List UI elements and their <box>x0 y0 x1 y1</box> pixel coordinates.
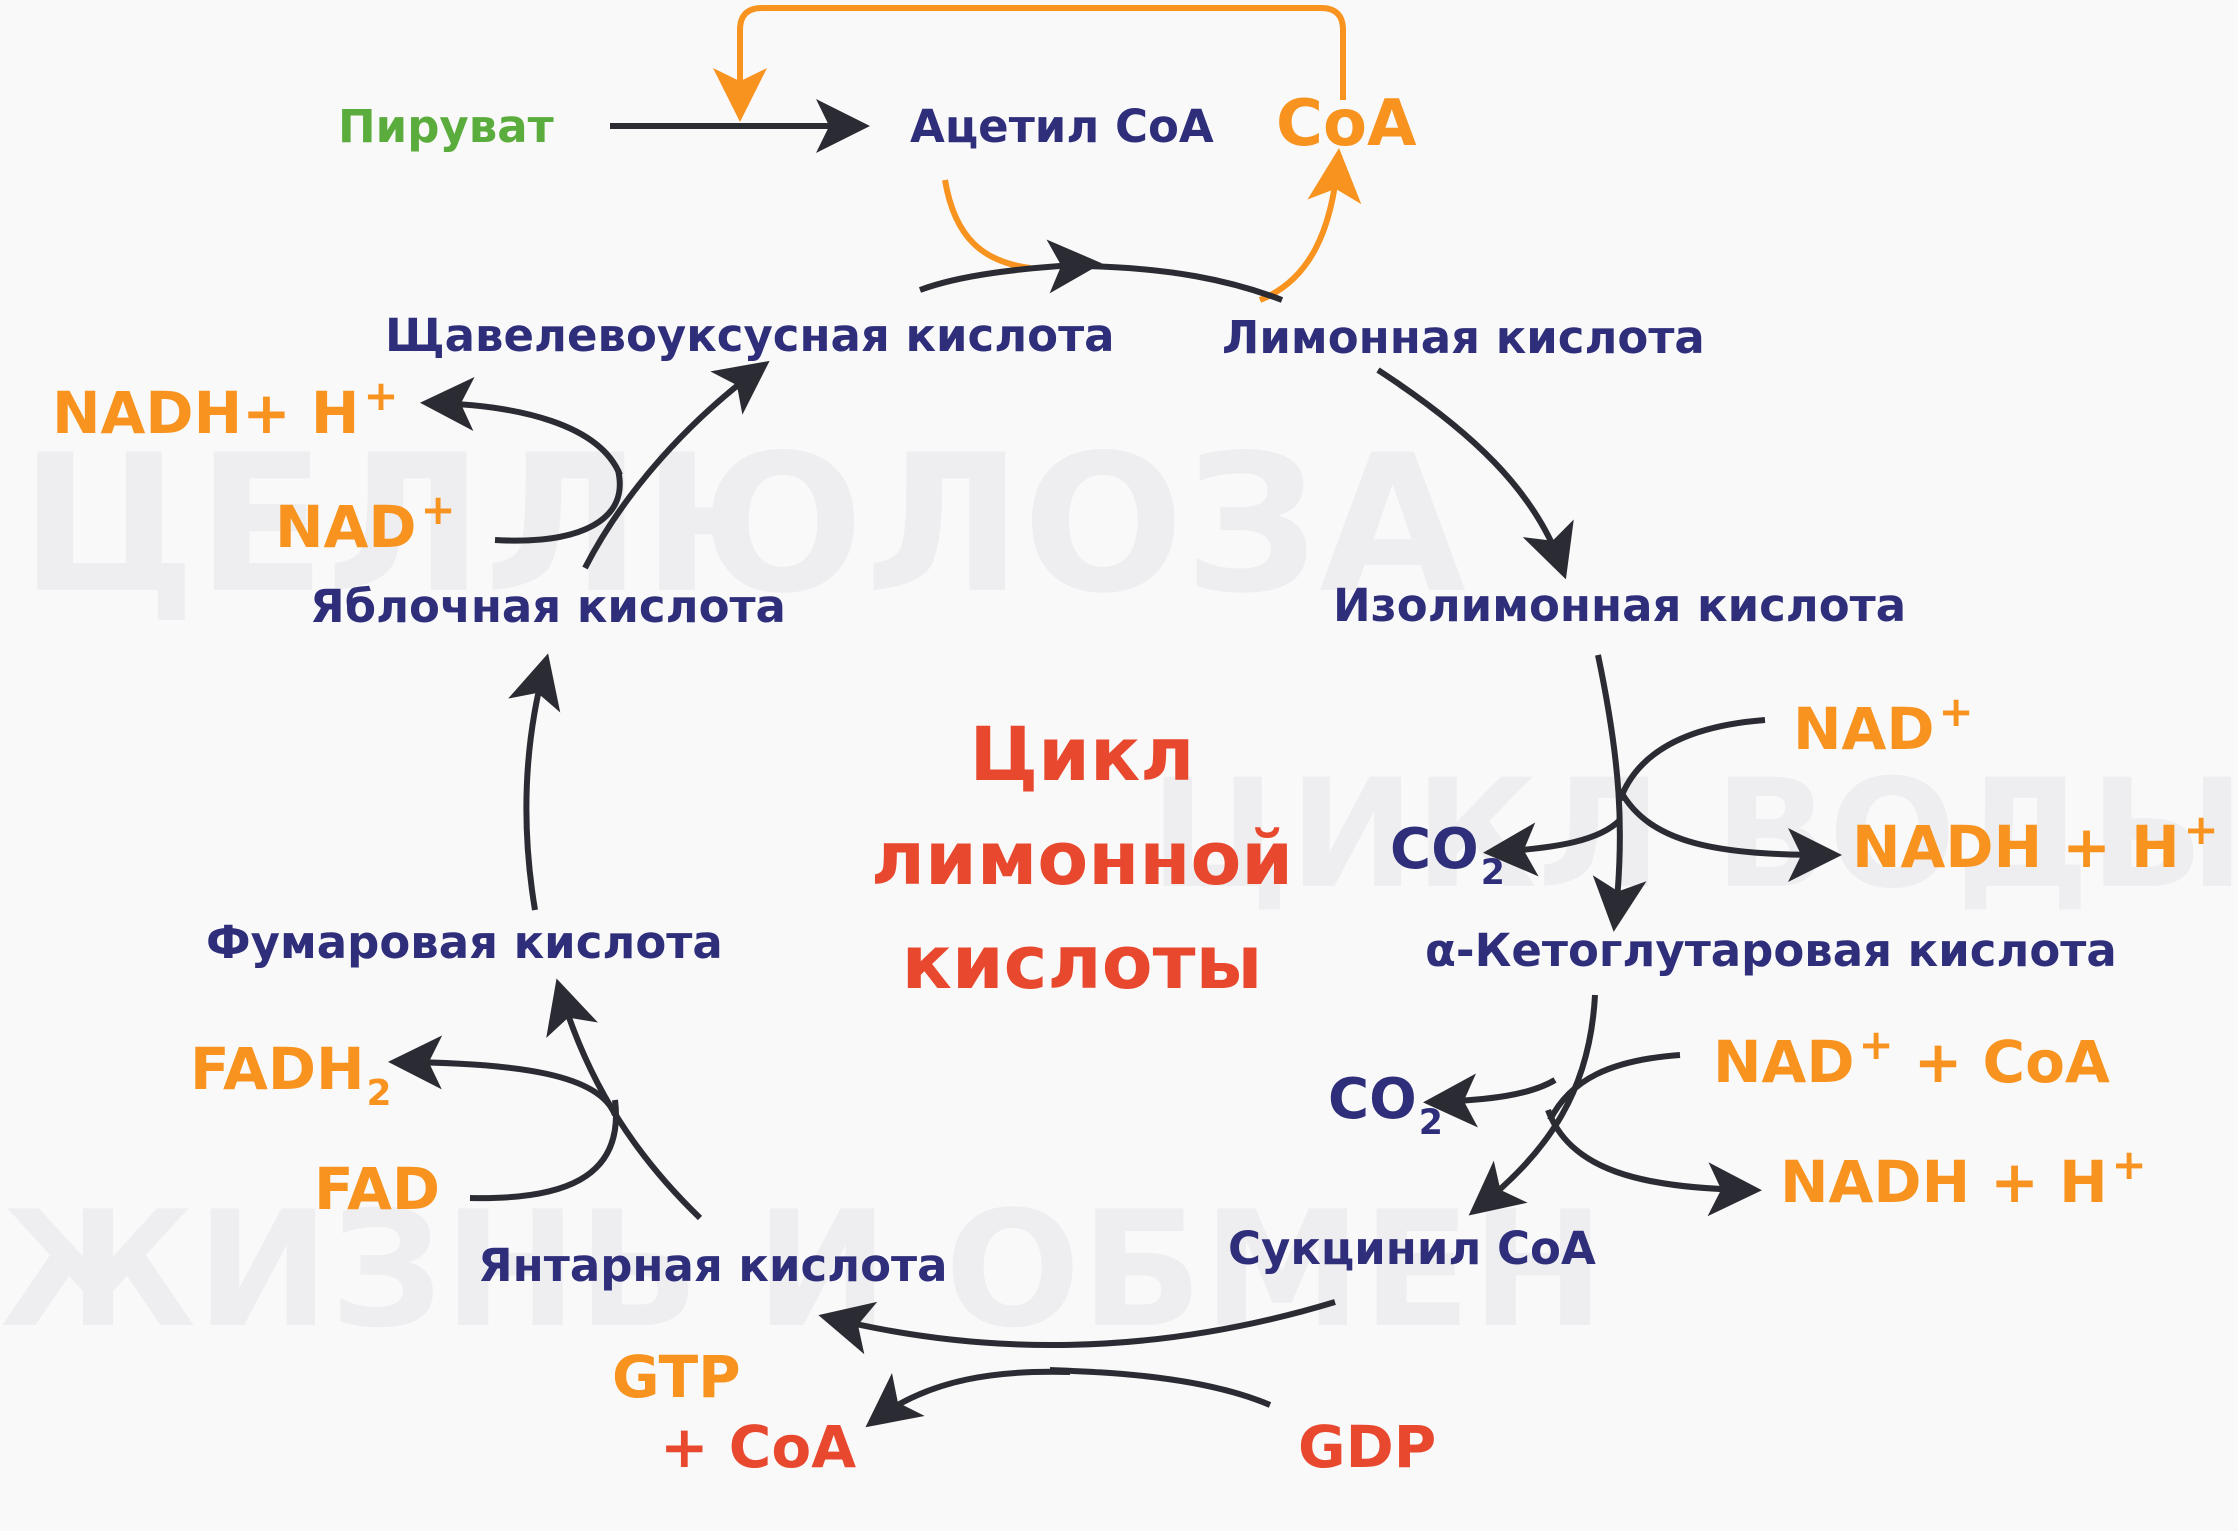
nad-coa-label-2: NAD+ + CoA <box>1713 1020 2110 1096</box>
gtp-label: GTP <box>612 1343 741 1411</box>
gdp-in-arrow <box>1049 1367 1272 1408</box>
coa-loop-to-acetyl-arrow <box>713 5 1346 122</box>
fumaric-acid-label: Фумаровая кислота <box>206 916 723 969</box>
fad-in-arrow <box>469 1099 620 1202</box>
fumarate-to-malate-arrow <box>508 653 561 911</box>
succinate-to-fumarate-arrow <box>546 978 703 1221</box>
gdp-label: GDP <box>1298 1413 1437 1481</box>
fad-label: FAD <box>314 1155 440 1223</box>
succinyl-coa-label: Сукцинил CoA <box>1228 1222 1596 1275</box>
isocitrate-to-ketoglutarate-arrow <box>1592 654 1647 932</box>
isocitric-acid-label: Изолимонная кислота <box>1333 579 1907 632</box>
cycle-title-line-2: лимонной <box>870 816 1294 902</box>
cycle-title-line-3: кислоты <box>901 920 1263 1006</box>
co2-out-arrow-1 <box>1483 817 1623 877</box>
oxaloacetate-to-citrate-arrow <box>918 239 1102 294</box>
acetyl-coa-entry-curve <box>942 179 1031 271</box>
citrate-to-isocitrate-arrow <box>1376 367 1574 580</box>
co2-out-arrow-2 <box>1423 1073 1557 1128</box>
fadh2-label: FADH2 <box>190 1035 392 1115</box>
alpha-ketoglutaric-acid-label: α-Кетоглутаровая кислота <box>1425 924 2117 977</box>
background-ghost-text-2: ЦИКЛ ВОДЫ <box>1150 748 2238 922</box>
coa-released-label: CoA <box>1276 87 1417 161</box>
nadh-out-arrow-1 <box>1617 788 1842 882</box>
nadh-label-2: NADH + H+ <box>1780 1140 2147 1216</box>
fadh2-out-arrow <box>388 1035 618 1117</box>
co2-label-1: CO2 <box>1390 817 1505 893</box>
nad-in-arrow-1 <box>1617 717 1766 802</box>
nadh-out-arrow-2 <box>1545 1108 1762 1217</box>
nad-in-arrow-3 <box>494 469 623 544</box>
coa-recycle-arrow <box>1258 148 1362 303</box>
malic-acid-label: Яблочная кислота <box>310 580 786 633</box>
pyruvate-label: Пируват <box>338 100 554 153</box>
gtp-coa-label: + CoA <box>660 1413 857 1481</box>
nadh-label-3: NADH+ H+ <box>52 371 399 447</box>
nadh-label-1: NADH + H+ <box>1852 805 2219 881</box>
nad-coa-in-arrow-2 <box>1547 1052 1681 1122</box>
nad-label-3: NAD+ <box>275 485 456 561</box>
background-ghost-text-3: ЖИЗНЬ И ОБМЕН <box>0 1176 1605 1363</box>
acetyl-coa-label: Ацетил CoA <box>910 100 1214 153</box>
oxaloacetic-acid-label: Щавелевоуксусная кислота <box>385 309 1115 362</box>
background-ghost-text-1: ЦЕЛЛЮЛОЗА <box>20 414 1467 635</box>
succinic-acid-label: Янтарная кислота <box>478 1239 948 1292</box>
nadh-out-arrow-3 <box>420 376 623 477</box>
succinyl-to-succinate-arrow <box>818 1299 1336 1355</box>
co2-label-2: CO2 <box>1328 1067 1443 1143</box>
malate-to-oxaloacetate-arrow <box>582 360 770 570</box>
ketoglutarate-to-succinyl-arrow <box>1468 994 1598 1216</box>
cycle-title-line-1: Цикл <box>969 712 1195 798</box>
citric-acid-label: Лимонная кислота <box>1222 311 1705 364</box>
gtp-out-arrow <box>865 1368 1071 1428</box>
nad-label-1: NAD+ <box>1793 687 1974 763</box>
citrate-top-arc <box>1084 263 1284 303</box>
